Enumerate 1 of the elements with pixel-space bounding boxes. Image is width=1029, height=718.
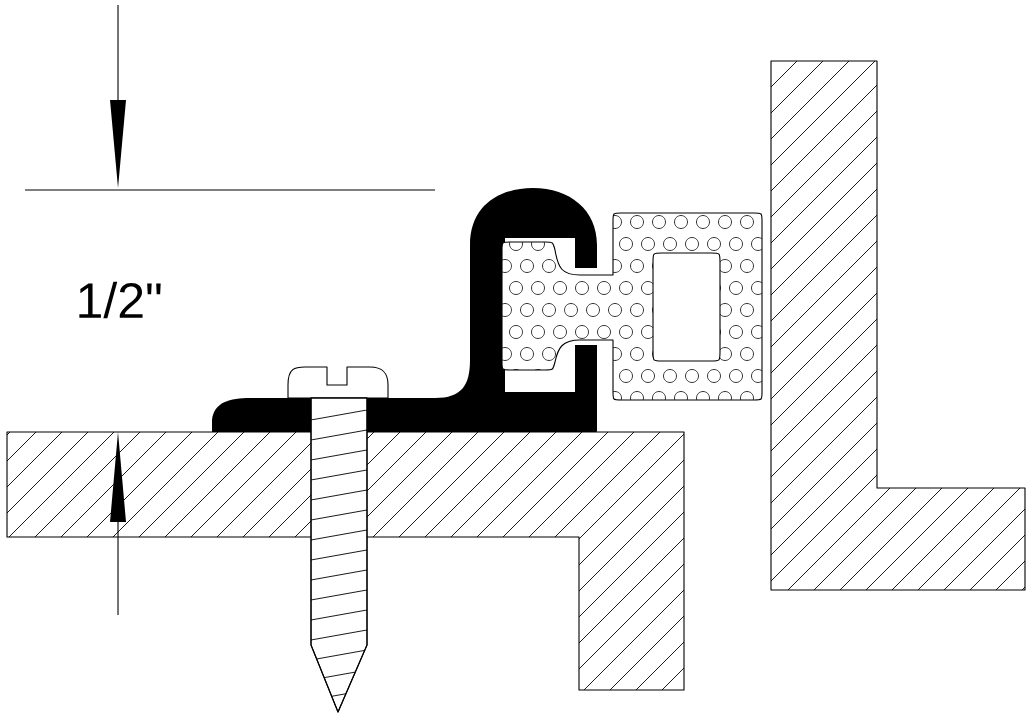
dimension-label: 1/2" [79,281,161,319]
